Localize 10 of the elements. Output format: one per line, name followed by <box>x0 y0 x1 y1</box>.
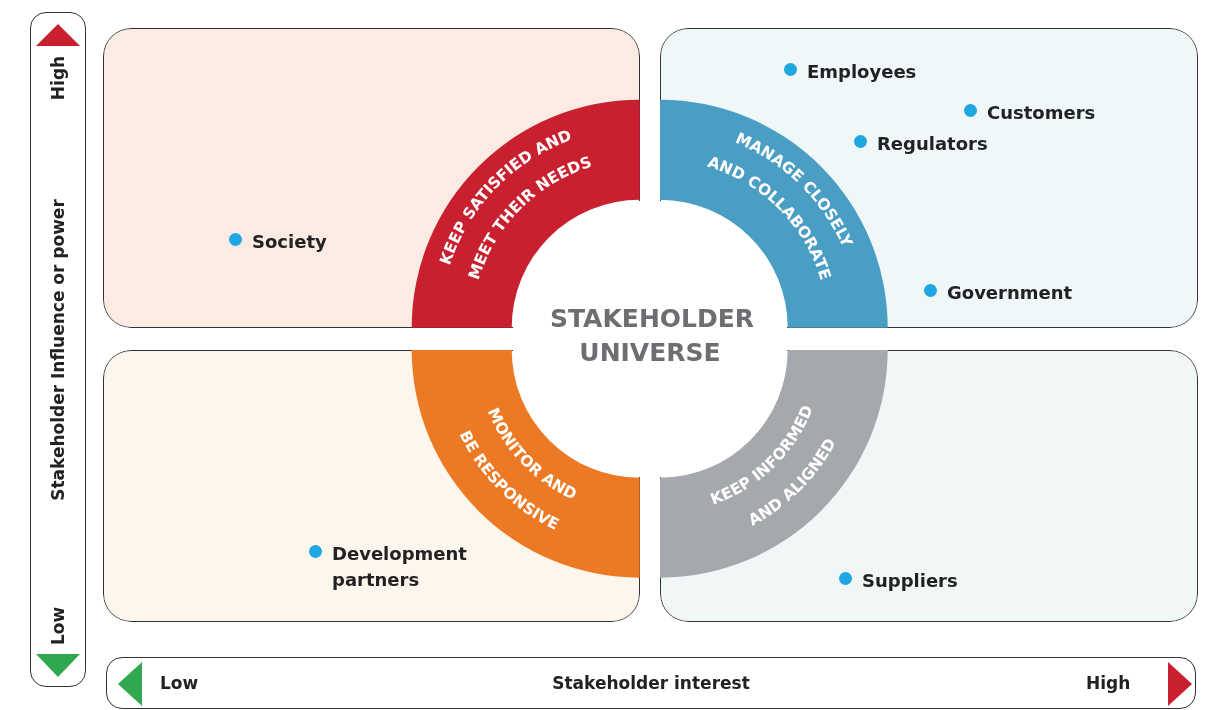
axis-label: High <box>48 55 68 101</box>
axis-label: Low <box>48 606 68 646</box>
stakeholder-name: Employees <box>807 60 917 84</box>
axis-label: Stakeholder Influence or power <box>48 199 68 501</box>
axis-label: Low <box>160 673 199 693</box>
axis-label: Stakeholder interest <box>552 673 750 693</box>
stakeholder-name: Society <box>252 230 327 254</box>
stakeholder-name: Government <box>947 281 1073 305</box>
stakeholder-name: Customers <box>987 101 1096 125</box>
axis-label: High <box>1086 673 1131 693</box>
